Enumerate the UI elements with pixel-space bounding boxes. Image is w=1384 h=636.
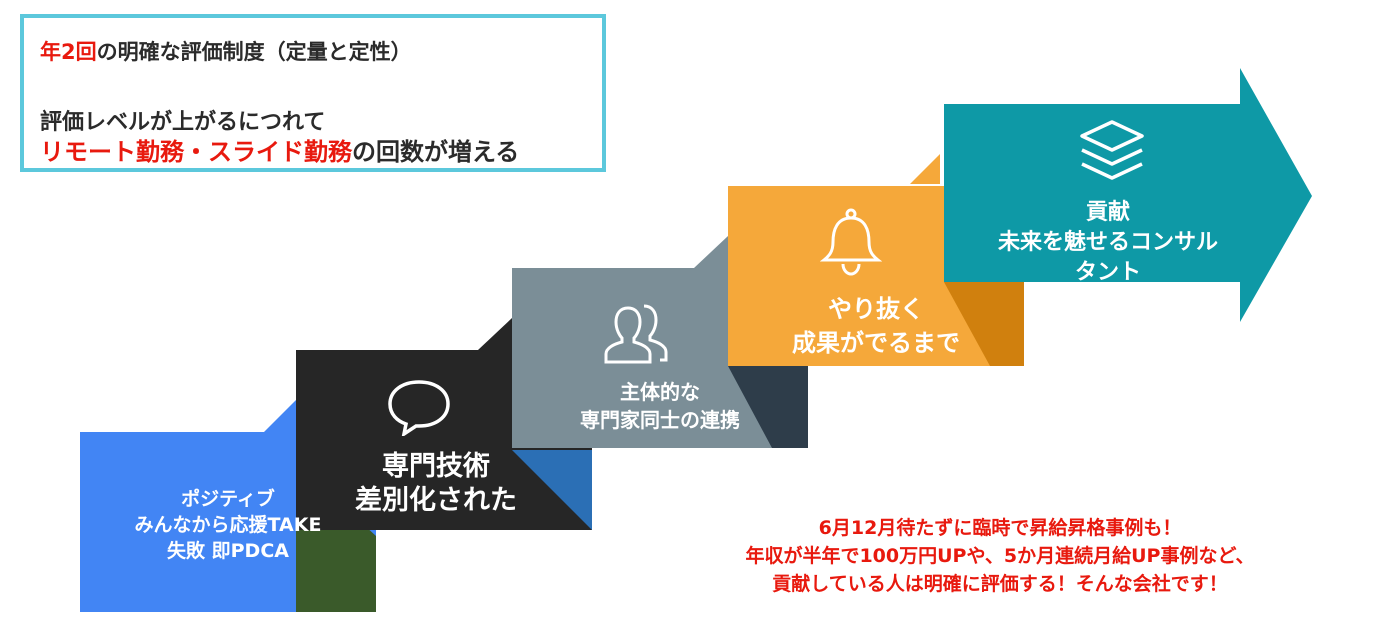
step-3-fold bbox=[728, 366, 808, 448]
step-1-tab bbox=[264, 400, 296, 432]
step-1-content: ポジティブ みんなから応援TAKE 失敗 即PDCA bbox=[80, 432, 376, 612]
speech-bubble-icon bbox=[388, 380, 450, 436]
bottom-note: 6月12月待たずに臨時で昇給昇格事例も！ 年収が半年で100万円UPや、5か月連… bbox=[640, 514, 1360, 598]
step-3-tab bbox=[694, 236, 728, 268]
step-4-label: やり抜く 成果がでるまで bbox=[792, 295, 960, 357]
info-line-3-text: の回数が増える bbox=[352, 138, 520, 166]
step-4-fold bbox=[944, 282, 1024, 366]
step-2-fold bbox=[512, 450, 592, 530]
step-5-content: 貢献 未来を魅せるコンサル タント bbox=[944, 104, 1240, 285]
info-line-1-highlight: 年2回 bbox=[40, 40, 97, 64]
step-5-arrow bbox=[944, 68, 1312, 322]
step-3-label: 主体的な 専門家同士の連携 bbox=[580, 380, 740, 432]
info-line-1: 年2回の明確な評価制度（定量と定性） bbox=[40, 36, 412, 66]
layers-icon bbox=[1080, 120, 1144, 180]
step-4-content: やり抜く 成果がでるまで bbox=[728, 186, 1024, 366]
info-line-1-text: の明確な評価制度（定量と定性） bbox=[96, 40, 412, 64]
bell-icon bbox=[820, 208, 882, 276]
bottom-note-line-2: 年収が半年で100万円UPや、5か月連続月給UP事例など、 bbox=[745, 545, 1255, 567]
bottom-note-line-3: 貢献している人は明確に評価する！そんな会社です！ bbox=[772, 573, 1228, 595]
step-2-label: 専門技術 差別化された bbox=[355, 451, 517, 516]
info-line-3: リモート勤務・スライド勤務の回数が増える bbox=[40, 132, 519, 167]
step-2-tab bbox=[478, 318, 512, 350]
people-icon bbox=[604, 304, 668, 364]
step-4-tab bbox=[910, 154, 940, 184]
info-line-2: 評価レベルが上がるにつれて bbox=[40, 110, 326, 135]
step-5 bbox=[944, 68, 1312, 322]
step-2-content: 専門技術 差別化された bbox=[296, 350, 592, 530]
step-1-label: ポジティブ みんなから応援TAKE 失敗 即PDCA bbox=[134, 488, 322, 562]
step-5-label: 貢献 未来を魅せるコンサル タント bbox=[997, 200, 1218, 285]
info-line-3-highlight: リモート勤務・スライド勤務 bbox=[40, 138, 352, 166]
bottom-note-line-1: 6月12月待たずに臨時で昇給昇格事例も！ bbox=[818, 517, 1182, 539]
step-3-content: 主体的な 専門家同士の連携 bbox=[512, 268, 808, 448]
info-box: 年2回の明確な評価制度（定量と定性） 評価レベルが上がるにつれて リモート勤務・… bbox=[20, 14, 606, 172]
